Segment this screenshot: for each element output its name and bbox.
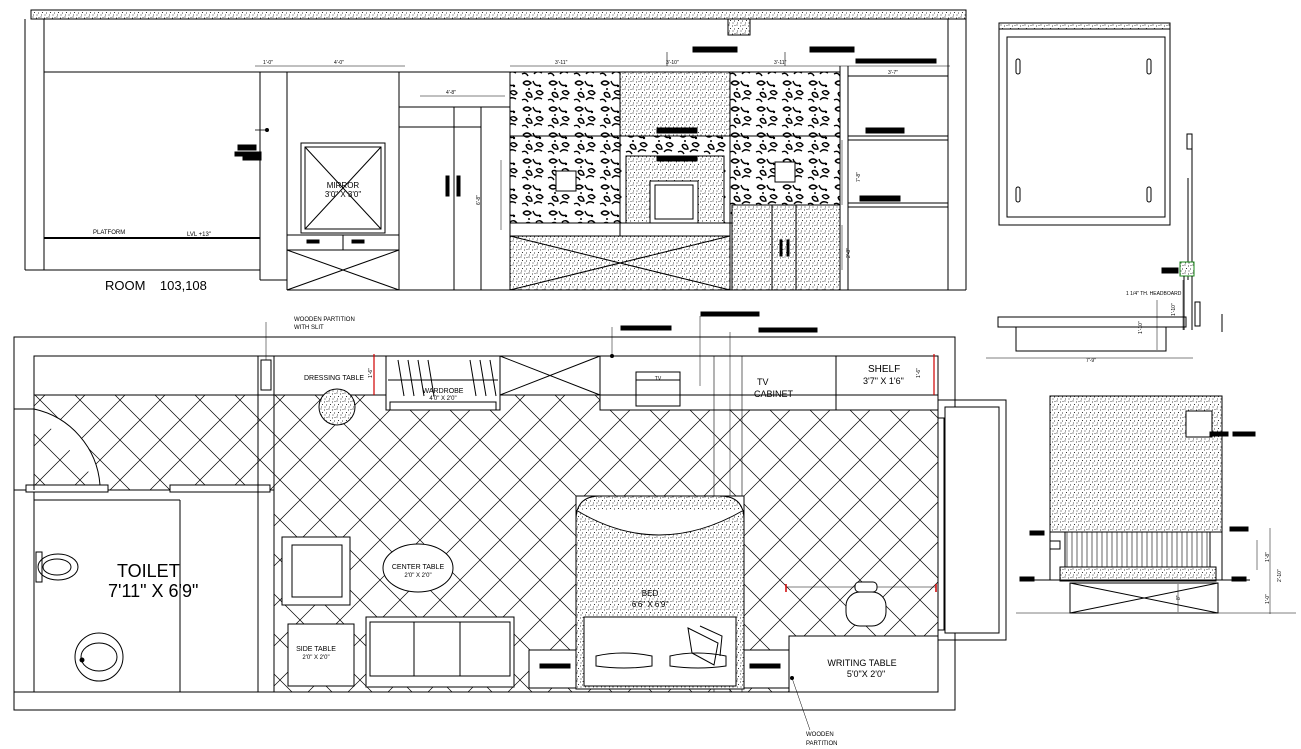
tv-top-label: TV (757, 377, 769, 387)
side-table-label: SIDE TABLE (296, 646, 336, 653)
shelf-size: 3'7" X 1'6" (863, 376, 904, 386)
center-table (382, 543, 454, 593)
wall-elevation (24, 9, 967, 291)
wardrobe-size: 4'0" X 2'0" (429, 396, 456, 402)
feature-wall-right (729, 71, 841, 224)
partition-top-line1: WOODEN PARTITION (294, 317, 355, 323)
room-label: ROOM 103,108 (105, 278, 207, 293)
platform-label: PLATFORM (93, 230, 125, 236)
toilet-room (13, 489, 275, 693)
elevation-labels: ROOM 103,108 PLATFORM LVL +13" MIRROR 3'… (93, 60, 898, 293)
dim-elev-v3: 2'-8" (846, 248, 852, 258)
center-table-label: CENTER TABLE (392, 564, 445, 571)
side-note: 1 1/4" TH. HEADBOARD (1126, 291, 1182, 297)
bed-label: BED (642, 589, 659, 598)
dim-elev-v1: 6'-8" (476, 195, 482, 205)
front-dim-d: 8" (1176, 595, 1182, 600)
side-section-labels: 7'-9" 1 1/4" TH. HEADBOARD 1'-10" 1'-10" (1086, 291, 1182, 364)
feature-wall-left (509, 71, 621, 224)
front-dim-a: 1'-8" (1265, 552, 1271, 562)
mirror-size: 3'0" X 3'0" (325, 190, 361, 199)
dim-elev-v2: 7'-8" (856, 172, 862, 182)
front-elevation-labels: 1'-8" 2'-10" 1'-0" 8" (1176, 552, 1283, 604)
writing-table (788, 635, 939, 693)
floor-plan (13, 311, 1007, 731)
dim-elev-1: 1'-0" (263, 60, 273, 66)
mirror (300, 142, 386, 234)
bed-size: 6'6" X 6'9" (632, 600, 668, 609)
tv-label: TV (655, 376, 662, 382)
dim-elev-4: 3'-11" (555, 60, 568, 66)
ceiling-slab (30, 9, 967, 20)
dressing-table-label: DRESSING TABLE (304, 375, 364, 382)
side-dim-b: 1'-10" (1171, 303, 1177, 316)
center-table-size: 2'0" X 2'0" (404, 573, 431, 579)
partition-bottom-line2: PARTITION (806, 741, 837, 747)
toilet-label: TOILET (117, 561, 180, 581)
tv-unit (635, 371, 681, 407)
lounge-chair (281, 536, 351, 606)
level-label: LVL +13" (187, 232, 211, 238)
dim-elev-3: 4'-8" (446, 90, 456, 96)
writing-table-label: WRITING TABLE (827, 658, 896, 668)
desk-chair (845, 591, 887, 627)
writing-table-size: 5'0"X 2'0" (847, 669, 885, 679)
dim-elev-7: 3'-7" (888, 70, 898, 76)
front-dim-b: 2'-10" (1277, 569, 1283, 582)
partition-bottom-line1: WOODEN (806, 732, 834, 738)
bed-side-section (986, 133, 1223, 359)
bed-front-elevation (1016, 395, 1296, 614)
side-table-size: 2'0" X 2'0" (302, 655, 329, 661)
dressing-stool (318, 388, 356, 426)
dim-elev-6: 3'-11" (774, 60, 787, 66)
side-width-dim: 7'-9" (1086, 358, 1096, 364)
ceiling-drop (727, 18, 751, 36)
mirror-label: MIRROR (327, 181, 360, 190)
plan-labels: WOODEN PARTITION WITH SLIT DRESSING TABL… (108, 317, 922, 747)
tv-cabinet-label: CABINET (754, 389, 794, 399)
dim-plan-right: 1'-6" (916, 368, 922, 378)
sofa (365, 616, 515, 688)
partition-top-line2: WITH SLIT (294, 325, 324, 331)
headboard-elevation (998, 22, 1171, 226)
dim-plan-left: 1'-6" (368, 368, 374, 378)
wardrobe-label: WARDROBE (423, 388, 464, 395)
tv-cabinet (599, 355, 837, 411)
front-dim-c: 1'-0" (1265, 594, 1271, 604)
shelf-plan (835, 355, 939, 411)
dim-elev-5: 3'-10" (666, 60, 679, 66)
dim-elev-2: 4'-0" (334, 60, 344, 66)
side-dim-a: 1'-10" (1138, 321, 1144, 334)
toilet-size: 7'11" X 6'9" (108, 581, 198, 601)
shelf-label: SHELF (868, 364, 900, 375)
side-table (287, 623, 355, 687)
